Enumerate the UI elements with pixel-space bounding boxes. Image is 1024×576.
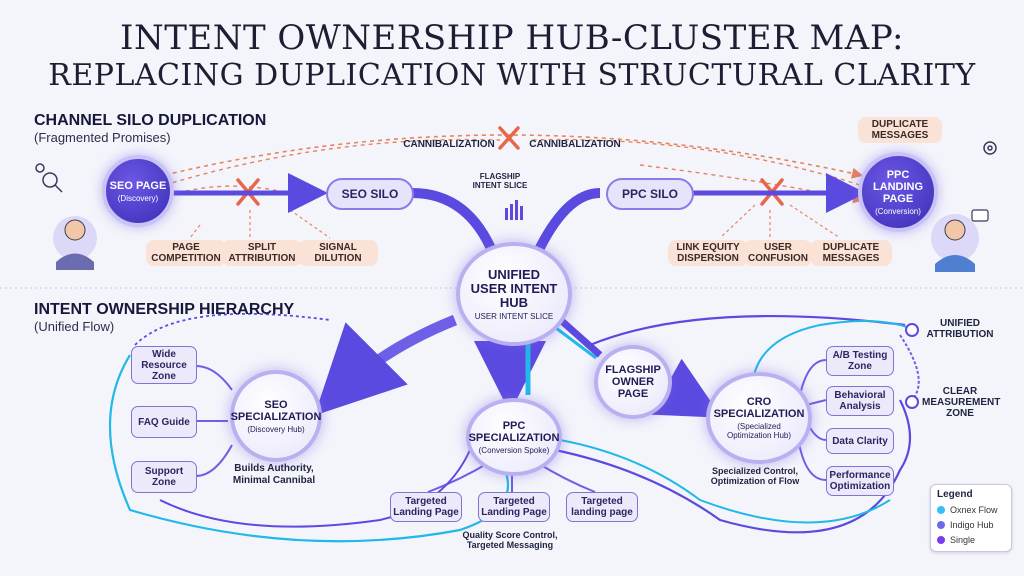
legend-label: Single	[950, 534, 976, 545]
cro-specialization-node[interactable]: CRO SPECIALIZATION (Specialized Optimiza…	[706, 372, 812, 464]
seo-spec-note: Builds Authority, Minimal Cannibal	[232, 463, 316, 486]
ppc-child-box[interactable]: Targeted landing page	[566, 492, 638, 522]
seo-spec-sub: (Discovery Hub)	[247, 424, 305, 434]
legend-swatch	[937, 535, 945, 544]
hierarchy-section-subheading: (Unified Flow)	[34, 319, 115, 334]
flagship-slice-label: FLAGSHIP INTENT SLICE	[472, 172, 528, 190]
ppc-silo-node[interactable]: PPC SILO	[606, 178, 694, 210]
seo-specialization-node[interactable]: SEO SPECIALIZATION (Discovery Hub)	[230, 370, 322, 462]
ppc-specialization-node[interactable]: PPC SPECIALIZATION (Conversion Spoke)	[466, 398, 562, 476]
unified-attribution-label: UNIFIED ATTRIBUTION	[926, 318, 994, 340]
cannibalization-label-left: CANNIBALIZATION	[403, 139, 495, 150]
ppc-landing-node[interactable]: PPC LANDING PAGE (Conversion)	[858, 152, 938, 232]
legend-item: Oxnex Flow	[937, 502, 1011, 517]
cro-spec-title: CRO SPECIALIZATION	[713, 396, 805, 420]
legend: Legend Oxnex Flow Indigo Hub Single	[930, 484, 1012, 552]
unified-intent-hub[interactable]: UNIFIED USER INTENT HUB USER INTENT SLIC…	[456, 242, 572, 346]
ppc-landing-title: PPC LANDING PAGE	[872, 168, 924, 205]
issue-tag: DUPLICATE MESSAGES	[810, 240, 892, 266]
legend-swatch	[937, 505, 945, 514]
cro-spec-sub: (Specialized Optimization Hub)	[726, 422, 792, 440]
cannibalization-label-right: CANNIBALIZATION	[529, 139, 621, 150]
legend-label: Oxnex Flow	[950, 504, 998, 515]
flagship-owner-node[interactable]: FLAGSHIP OWNER PAGE	[594, 345, 672, 419]
cro-child-box[interactable]: A/B Testing Zone	[826, 346, 894, 376]
issue-tag: PAGE COMPETITION	[146, 240, 226, 266]
chat-bubble-icon	[971, 209, 989, 222]
cro-child-box[interactable]: Behavioral Analysis	[826, 386, 894, 416]
legend-label: Indigo Hub	[950, 519, 994, 530]
legend-item: Single	[937, 532, 1011, 547]
ppc-child-box[interactable]: Targeted Landing Page	[390, 492, 462, 522]
issue-tag: SIGNAL DILUTION	[298, 240, 378, 266]
hub-title: UNIFIED USER INTENT HUB	[470, 266, 558, 310]
hierarchy-section-heading: INTENT OWNERSHIP HIERARCHY	[34, 301, 295, 318]
worried-user-icon	[53, 216, 97, 270]
seo-silo-node[interactable]: SEO SILO	[326, 178, 414, 210]
ppc-spec-note: Quality Score Control, Targeted Messagin…	[462, 530, 558, 550]
seo-child-box[interactable]: Support Zone	[131, 461, 197, 493]
legend-item: Indigo Hub	[937, 517, 1011, 532]
legend-title: Legend	[937, 489, 973, 500]
cro-child-box[interactable]: Data Clarity	[826, 428, 894, 454]
hub-sub: USER INTENT SLICE	[474, 311, 554, 321]
cro-child-box[interactable]: Performance Optimization	[826, 466, 894, 496]
flagship-owner-title: FLAGSHIP OWNER PAGE	[605, 364, 661, 400]
legend-swatch	[937, 520, 945, 529]
issue-tag: USER CONFUSION	[744, 240, 812, 266]
gear-icon	[983, 141, 997, 155]
ppc-spec-sub: (Conversion Spoke)	[478, 445, 550, 455]
magnifier-person-icon	[35, 163, 63, 193]
seo-page-sub: (Discovery)	[117, 193, 159, 203]
issue-tag: LINK EQUITY DISPERSION	[668, 240, 748, 266]
page-title: INTENT OWNERSHIP HUB-CLUSTER MAP:	[120, 18, 904, 58]
clear-measurement-label: CLEAR MEASUREMENT ZONE	[922, 386, 1001, 419]
ppc-child-box[interactable]: Targeted Landing Page	[478, 492, 550, 522]
page-subtitle: REPLACING DUPLICATION WITH STRUCTURAL CL…	[48, 58, 976, 93]
cro-spec-note: Specialized Control, Optimization of Flo…	[710, 466, 800, 486]
seo-page-title: SEO PAGE	[109, 179, 167, 192]
silo-section-heading: CHANNEL SILO DUPLICATION	[34, 112, 267, 129]
seo-page-node[interactable]: SEO PAGE (Discovery)	[102, 155, 174, 227]
seo-child-box[interactable]: FAQ Guide	[131, 406, 197, 438]
confused-user-icon	[931, 214, 979, 272]
issue-tag: SPLIT ATTRIBUTION	[222, 240, 302, 266]
seo-child-box[interactable]: Wide Resource Zone	[131, 346, 197, 384]
ppc-spec-title: PPC SPECIALIZATION	[468, 419, 560, 444]
duplicate-messages-top-tag: DUPLICATE MESSAGES	[858, 117, 942, 143]
seo-spec-title: SEO SPECIALIZATION	[230, 398, 322, 423]
silo-section-subheading: (Fragmented Promises)	[34, 130, 171, 145]
ppc-landing-sub: (Conversion)	[875, 206, 921, 216]
